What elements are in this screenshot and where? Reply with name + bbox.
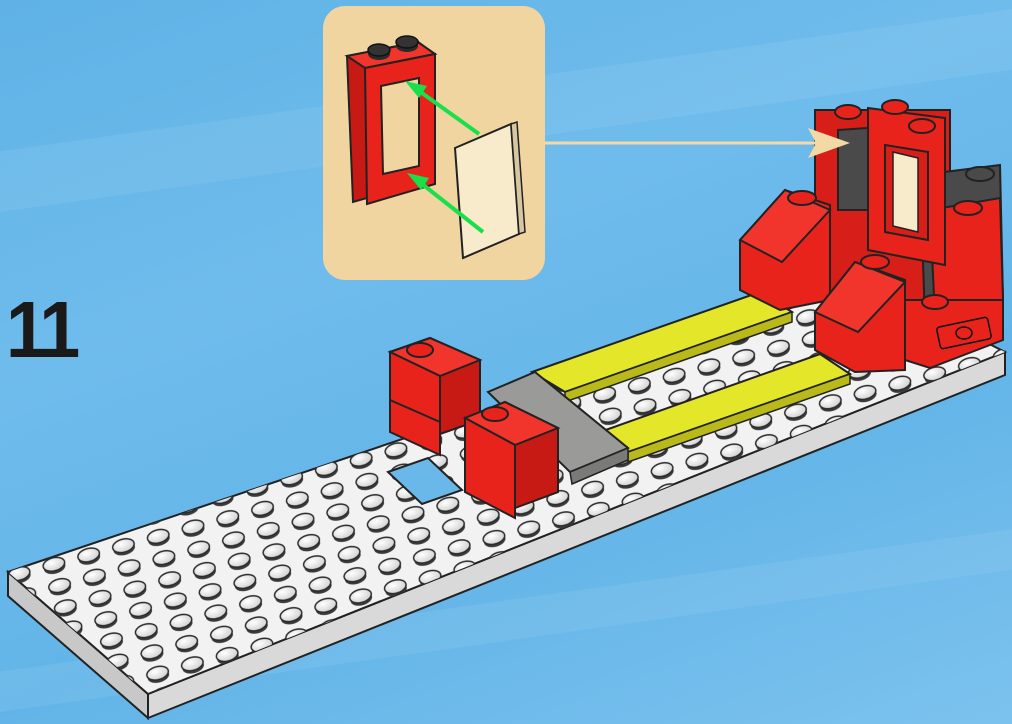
step-number: 11 <box>6 290 76 370</box>
glass-pane <box>455 122 525 258</box>
callout-parts <box>323 6 545 280</box>
callout-box <box>323 6 545 280</box>
